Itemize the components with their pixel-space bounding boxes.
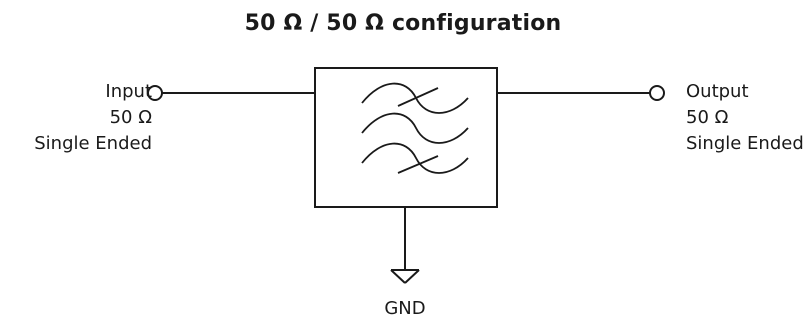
filter-block xyxy=(314,67,498,208)
output-impedance: 50 Ω xyxy=(686,107,729,128)
input-port-label: Input 50 Ω Single Ended xyxy=(34,79,152,157)
diagram-title: 50 Ω / 50 Ω configuration xyxy=(244,11,562,36)
ground-label: GND xyxy=(384,298,426,319)
ground-symbol-icon xyxy=(390,269,420,284)
output-name: Output xyxy=(686,81,749,102)
output-port-label: Output 50 Ω Single Ended xyxy=(686,79,804,157)
input-name: Input xyxy=(105,81,152,102)
output-mode: Single Ended xyxy=(686,133,804,154)
bandpass-filter-icon xyxy=(361,82,469,174)
output-terminal-icon xyxy=(649,85,665,101)
input-mode: Single Ended xyxy=(34,133,152,154)
input-impedance: 50 Ω xyxy=(109,107,152,128)
